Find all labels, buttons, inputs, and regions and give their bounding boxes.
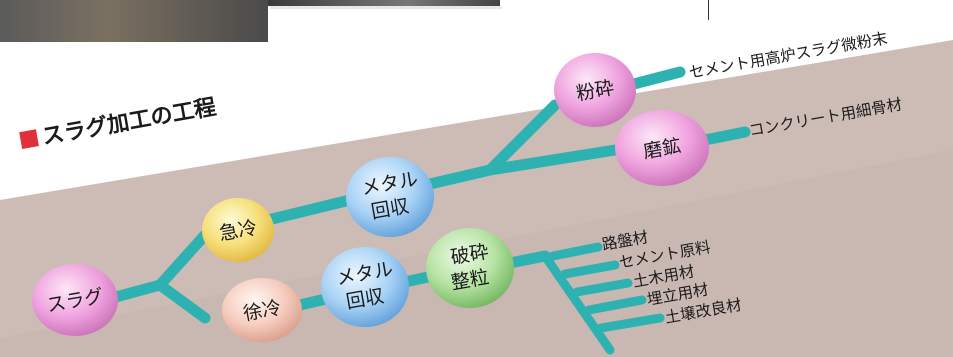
connector-to-pulverize (484, 99, 561, 176)
connector-pulverize-product (624, 66, 686, 91)
connector-to-quench (154, 229, 211, 291)
node-grind: 磨鉱 (615, 110, 709, 186)
node-slag: スラグ (32, 264, 118, 336)
node-crush-size: 破砕 整粒 (426, 228, 514, 308)
node-metal2-shape (321, 247, 409, 327)
node-slag-shape (32, 264, 118, 336)
node-pulverize: 粉砕 (554, 53, 636, 127)
node-slowcool: 徐冷 (222, 278, 302, 342)
node-pulverize-shape (554, 53, 636, 127)
title-text: スラグ加工の工程 (40, 94, 218, 150)
node-grind-shape (615, 110, 709, 186)
connector-grind-product (699, 126, 751, 146)
node-slowcool-shape (222, 278, 302, 342)
fan-branch-5 (596, 313, 665, 333)
node-metal-recovery-1: メタル 回収 (346, 157, 434, 237)
title-square-icon (19, 129, 39, 149)
fan-spine (540, 251, 615, 355)
connectors (106, 66, 751, 324)
connector-quench-metal1 (262, 194, 356, 226)
connector-crush-fan (509, 250, 551, 268)
fan-branch-3 (572, 278, 633, 297)
connector-metal2-crush (399, 271, 434, 288)
fan-branch-1 (548, 242, 603, 261)
connector-metal1-split2 (424, 164, 496, 190)
node-quench-shape (202, 198, 274, 262)
divider-line (708, 0, 709, 20)
fan-branch-2 (560, 260, 620, 279)
top-photo-strip (268, 0, 500, 6)
node-metal1-shape (346, 157, 434, 237)
diagram-title: スラグ加工の工程 (19, 94, 218, 150)
fan-branch-4 (584, 295, 647, 315)
top-left-photo (0, 0, 268, 42)
node-quench: 急冷 (202, 198, 274, 262)
connector-to-grind (484, 144, 621, 176)
connector-to-slowcool (154, 279, 211, 324)
crushed-product-fan (540, 242, 665, 355)
process-band (0, 40, 953, 357)
photo-frame-edge (270, 6, 502, 9)
node-metal-recovery-2: メタル 回収 (321, 247, 409, 327)
node-crush-shape (426, 228, 514, 308)
connector-slag-split (106, 279, 166, 304)
